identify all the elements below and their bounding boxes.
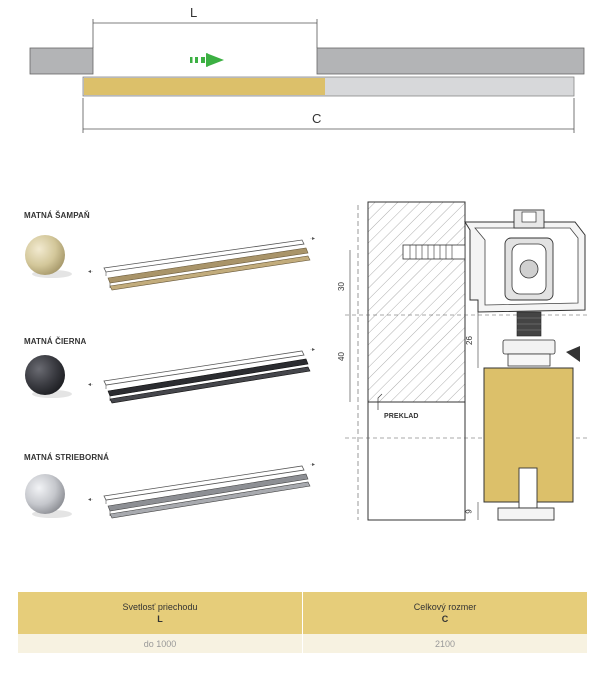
spec-value-opening: do 1000 xyxy=(18,634,303,653)
door-leaf xyxy=(84,78,325,95)
wall-below xyxy=(367,401,466,521)
dimension-26-label: 26 xyxy=(464,336,474,345)
wall-left xyxy=(29,47,94,75)
dimension-40-label: 40 xyxy=(336,352,346,361)
floor-guide xyxy=(497,467,555,521)
dimension-9-label: 9 xyxy=(464,509,474,514)
dimension-C-label: C xyxy=(312,111,322,126)
variant-label-black: MATNÁ ČIERNA xyxy=(24,337,87,346)
slide-direction-arrow-icon xyxy=(190,53,224,67)
color-swatch-silver xyxy=(25,474,65,514)
cross-section-diagram xyxy=(345,201,590,521)
preklad-label: PREKLAD xyxy=(384,413,419,420)
svg-text:·▸: ·▸ xyxy=(310,236,315,242)
profile-set-silver: ◂· ·▸ xyxy=(88,462,315,519)
spec-table-header: Svetlosť priechodu L Celkový rozmer C xyxy=(18,592,587,634)
svg-text:◂·: ◂· xyxy=(88,269,93,275)
svg-text:◂·: ◂· xyxy=(88,382,93,388)
table-row: do 1000 2100 xyxy=(18,634,587,653)
spec-value-total: 2100 xyxy=(302,634,587,653)
rail-section xyxy=(464,209,586,313)
color-swatch-champagne xyxy=(25,235,65,275)
color-swatch-black xyxy=(25,355,65,395)
dimension-L xyxy=(92,19,318,48)
spec-header-opening-title: Svetlosť priechodu xyxy=(122,602,198,612)
spec-table: Svetlosť priechodu L Celkový rozmer C do… xyxy=(18,592,587,653)
spec-header-total-symbol: C xyxy=(441,614,449,624)
anchor-screw xyxy=(402,244,466,260)
lintel-hatched xyxy=(367,201,466,403)
spec-header-opening-symbol: L xyxy=(157,614,163,624)
wall-right xyxy=(316,47,585,75)
dimension-30-label: 30 xyxy=(336,282,346,291)
profile-set-champagne: ◂· ·▸ xyxy=(88,236,315,291)
svg-text:·▸: ·▸ xyxy=(310,347,315,353)
dimension-C xyxy=(82,98,575,133)
spec-header-total: Celkový rozmer C xyxy=(302,592,587,634)
variant-label-champagne: MATNÁ ŠAMPAŇ xyxy=(24,211,90,220)
variant-label-silver: MATNÁ STRIEBORNÁ xyxy=(24,453,110,462)
top-dimension-diagram xyxy=(29,19,585,133)
dimension-L-label: L xyxy=(190,5,198,20)
svg-text:◂·: ◂· xyxy=(88,497,93,503)
finish-variants: ◂· ·▸ ◂· ·▸ ◂· ·▸ xyxy=(25,235,315,519)
spec-header-opening: Svetlosť priechodu L xyxy=(18,592,303,634)
svg-text:·▸: ·▸ xyxy=(310,462,315,468)
profile-set-black: ◂· ·▸ xyxy=(88,347,315,404)
hanger-bolt xyxy=(502,311,580,367)
spec-header-total-title: Celkový rozmer xyxy=(413,602,477,612)
